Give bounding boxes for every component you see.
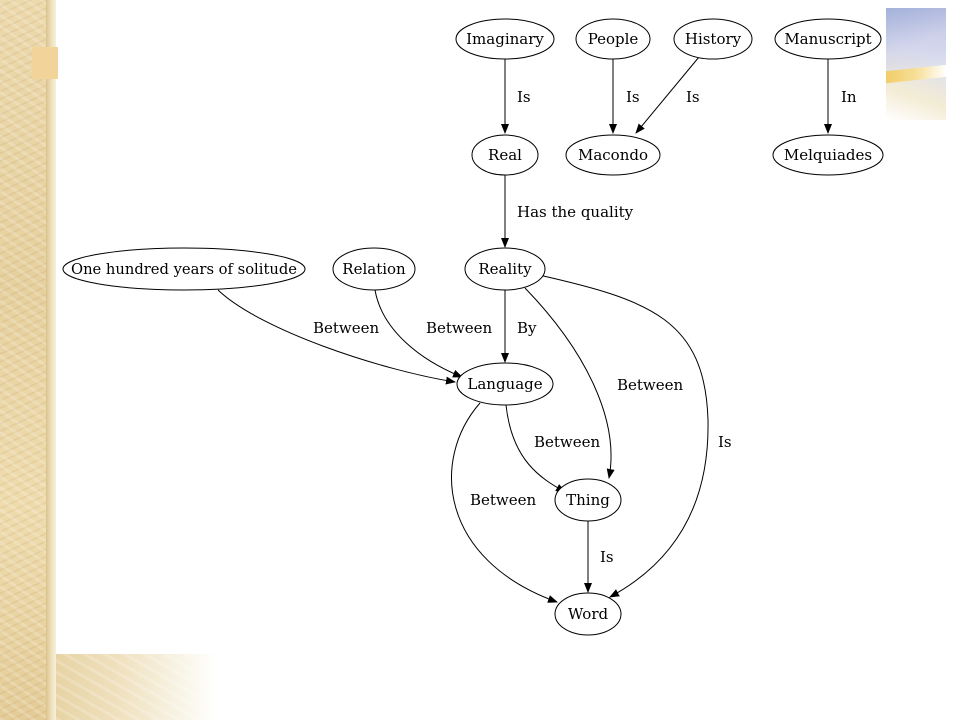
edge-label-language-word: Between: [470, 491, 537, 509]
node-label-macondo: Macondo: [578, 146, 648, 164]
accent-square: [32, 47, 58, 79]
node-label-relation: Relation: [342, 260, 406, 278]
edge-label-history-macondo: Is: [686, 88, 700, 106]
node-label-melquiades: Melquiades: [784, 146, 872, 164]
node-reality: [464, 247, 546, 291]
edge-label-people-macondo: Is: [626, 88, 640, 106]
edge-label-reality-word: Is: [718, 433, 732, 451]
edge-label-reality-language: By: [517, 319, 537, 337]
edge-language-word: [451, 402, 558, 603]
node-label-reality: Reality: [478, 260, 532, 278]
node-label-language: Language: [467, 375, 542, 393]
edge-label-imaginary-real: Is: [517, 88, 531, 106]
bottom-decor-band: [56, 654, 960, 720]
edge-label-onehundred-language: Between: [313, 319, 380, 337]
node-label-manuscript: Manuscript: [784, 30, 871, 48]
edge-label-reality-thing: Between: [617, 376, 684, 394]
edge-relation-language: [374, 289, 463, 378]
node-real: [471, 134, 539, 176]
node-history: [673, 18, 753, 60]
edge-label-thing-word: Is: [600, 548, 614, 566]
node-imaginary: [455, 18, 555, 60]
edge-onehundred-language: [217, 289, 456, 385]
edge-reality-word: [538, 274, 709, 598]
node-label-one-hundred-years: One hundred years of solitude: [71, 260, 297, 278]
edge-label-relation-language: Between: [426, 319, 493, 337]
edge-label-manuscript-melquiades: In: [841, 88, 857, 106]
corner-decor-image: [886, 8, 946, 120]
edge-reality-thing: [524, 287, 615, 479]
node-label-imaginary: Imaginary: [466, 30, 544, 48]
node-label-history: History: [685, 30, 742, 48]
node-thing: [554, 478, 622, 522]
node-label-people: People: [588, 30, 639, 48]
node-label-thing: Thing: [566, 491, 610, 509]
edge-label-language-thing: Between: [534, 433, 601, 451]
node-one-hundred-years: [62, 247, 306, 291]
node-macondo: [565, 134, 661, 176]
node-relation: [332, 247, 416, 291]
sidebar-shadow: [46, 0, 56, 720]
node-melquiades: [772, 134, 884, 176]
edge-label-real-reality: Has the quality: [517, 203, 634, 221]
node-label-word: Word: [568, 605, 609, 623]
parchment-sidebar: [0, 0, 46, 720]
node-people: [575, 18, 651, 60]
node-language: [456, 362, 554, 406]
edge-language-thing: [505, 404, 566, 493]
node-label-real: Real: [488, 146, 522, 164]
edge-history-macondo: [635, 56, 700, 134]
node-word: [554, 592, 622, 636]
node-manuscript: [774, 18, 882, 60]
